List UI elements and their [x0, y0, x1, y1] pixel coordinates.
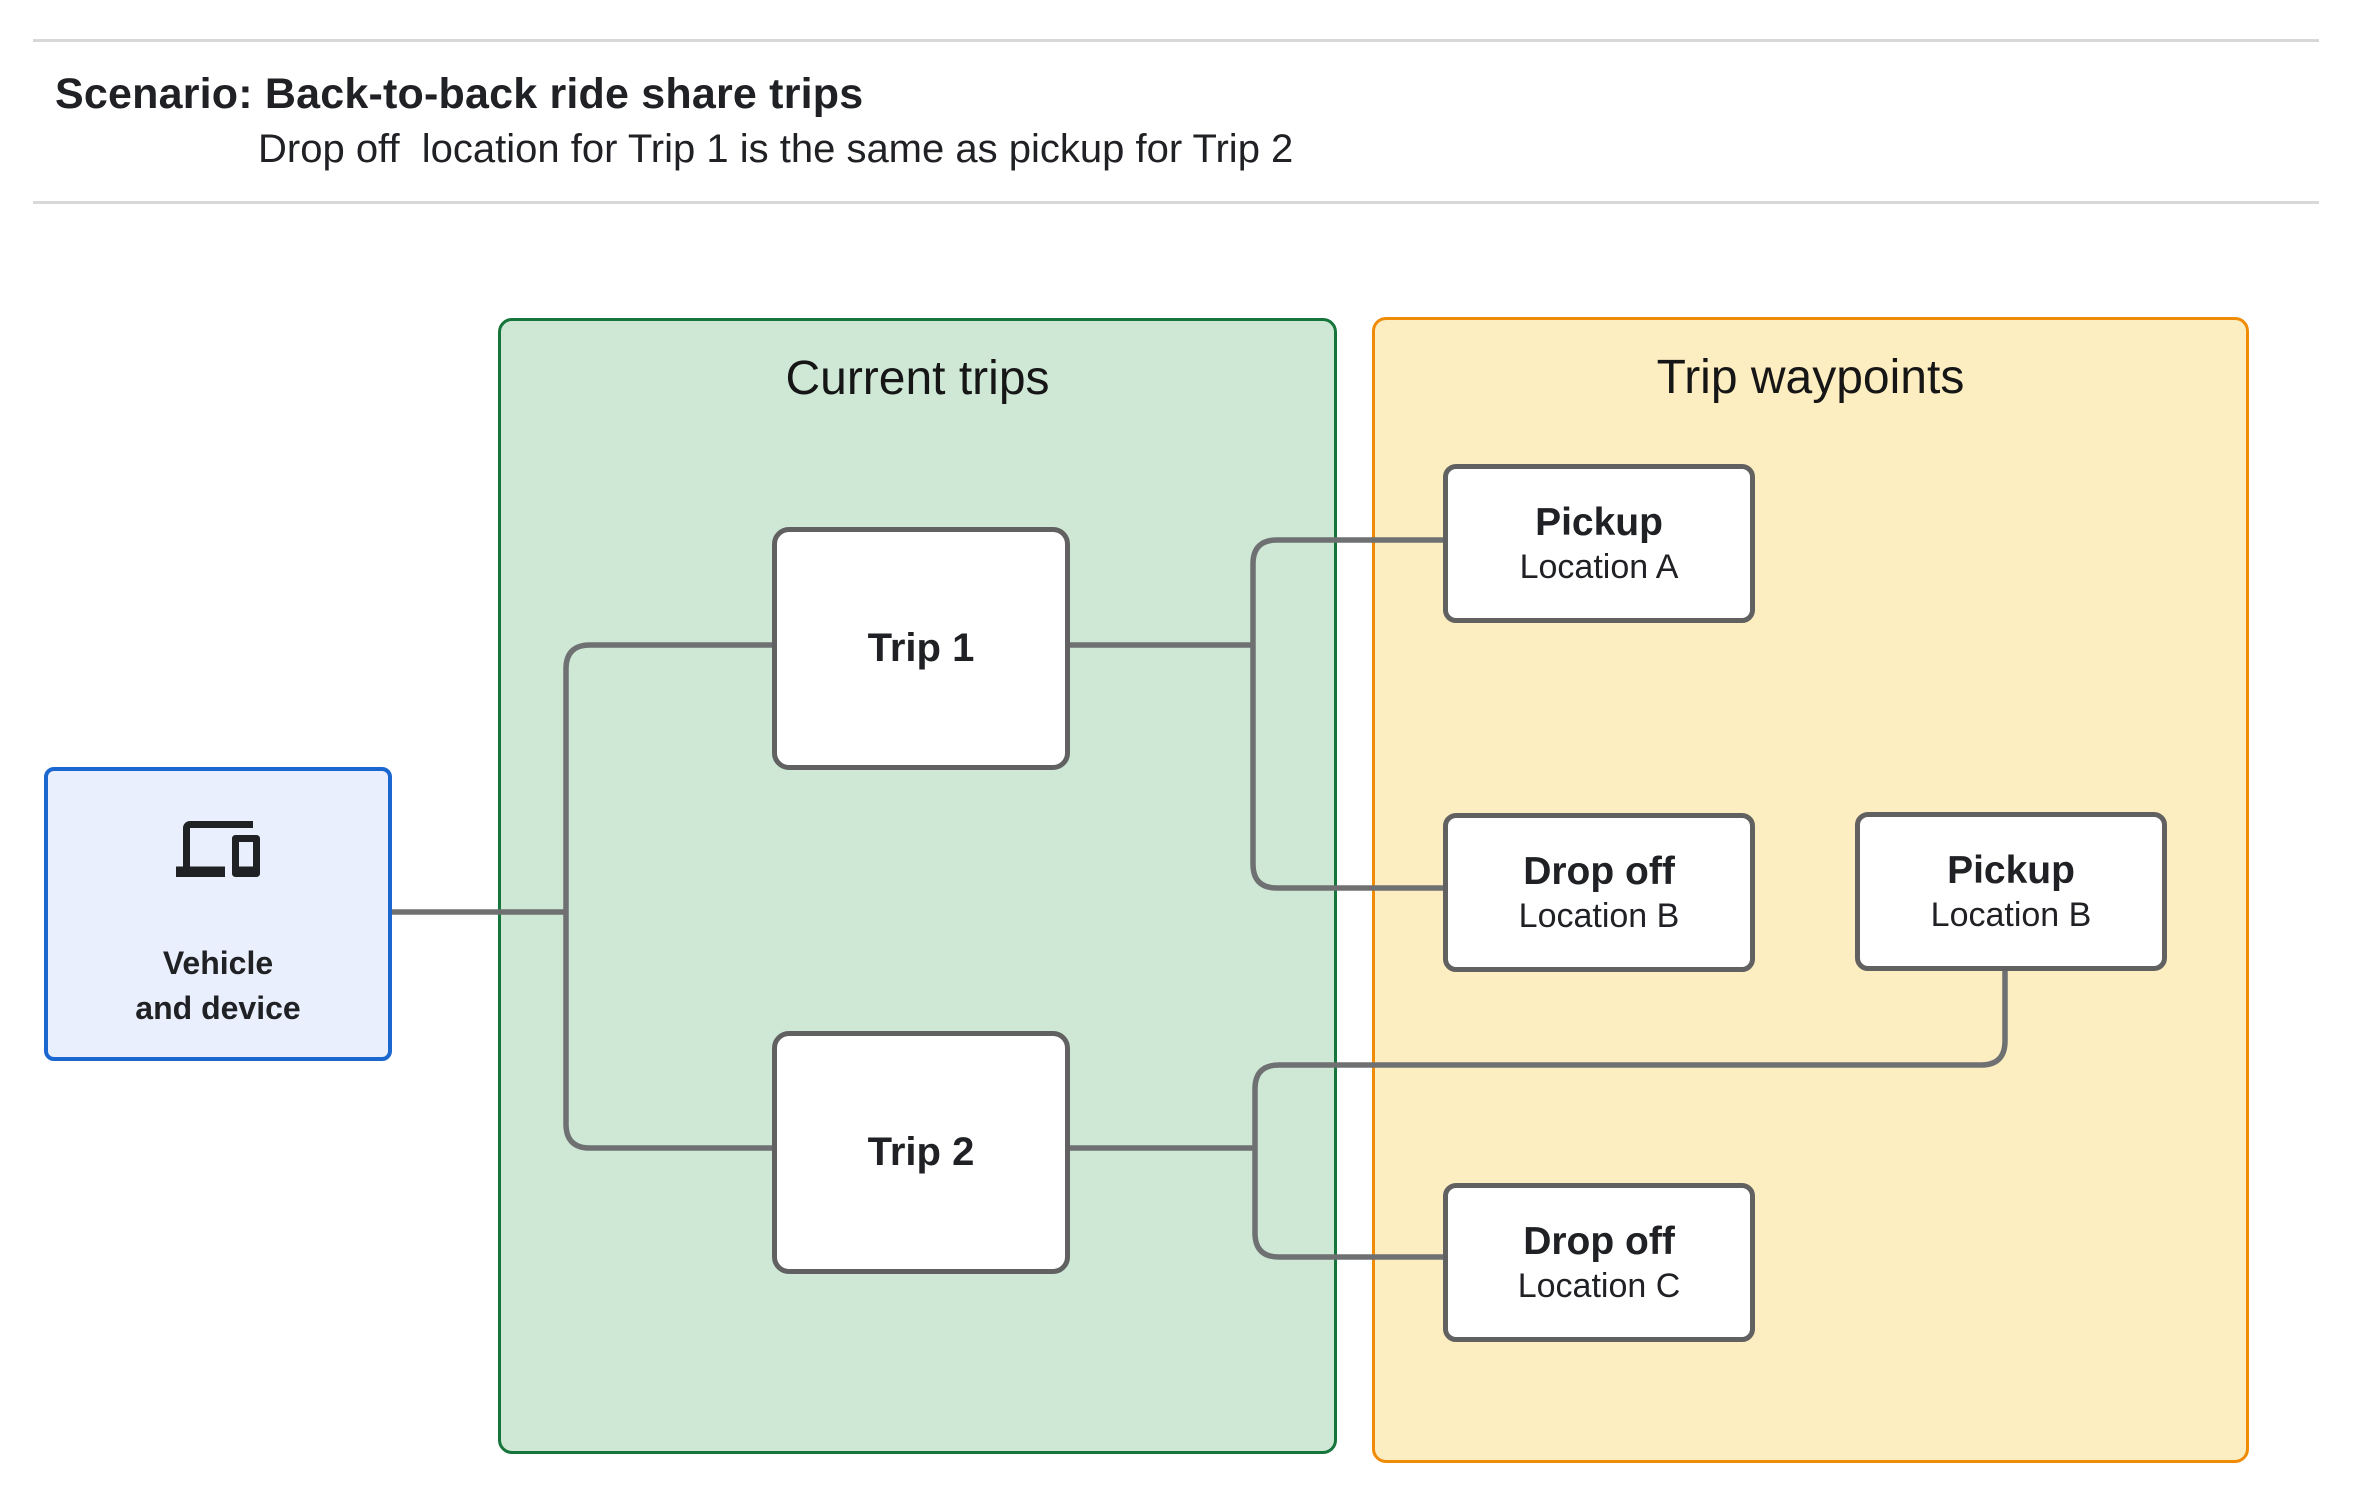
connector-fork-trips	[563, 642, 772, 1151]
waypoint-location: Location B	[1518, 896, 1680, 935]
connector-trip2-fork	[1252, 960, 2008, 1260]
vehicle-label-line1: Vehicle	[162, 945, 274, 981]
top-divider	[33, 39, 2319, 42]
vehicle-device-node: Vehicle and device	[44, 767, 392, 1061]
page-title: Scenario: Back-to-back ride share trips	[55, 70, 864, 118]
trip-2-label: Trip 2	[867, 1130, 975, 1174]
waypoint-location: Location B	[1930, 895, 2092, 934]
waypoint-pickup-location-a: Pickup Location A	[1443, 464, 1755, 623]
waypoint-location: Location C	[1517, 1266, 1681, 1305]
waypoint-type: Pickup	[1535, 500, 1663, 544]
waypoint-dropoff-location-b: Drop off Location B	[1443, 813, 1755, 972]
trip-1-label: Trip 1	[867, 626, 975, 670]
trip-2-node: Trip 2	[772, 1031, 1070, 1274]
waypoint-dropoff-location-c: Drop off Location C	[1443, 1183, 1755, 1342]
trip-waypoints-title: Trip waypoints	[1656, 351, 1965, 404]
devices-icon	[176, 821, 260, 877]
page-subtitle: Drop off location for Trip 1 is the same…	[258, 127, 1294, 171]
waypoint-pickup-location-b: Pickup Location B	[1855, 812, 2167, 971]
current-trips-title: Current trips	[785, 352, 1050, 405]
trip-1-node: Trip 1	[772, 527, 1070, 770]
waypoint-type: Drop off	[1523, 849, 1675, 893]
waypoint-location: Location A	[1519, 547, 1679, 586]
vehicle-device-label: Vehicle and device	[48, 941, 388, 1031]
connector-trip1-fork	[1250, 537, 1443, 891]
vehicle-label-line2: and device	[135, 990, 301, 1026]
waypoint-type: Pickup	[1947, 848, 2075, 892]
waypoint-type: Drop off	[1523, 1219, 1675, 1263]
bottom-divider	[33, 201, 2319, 204]
